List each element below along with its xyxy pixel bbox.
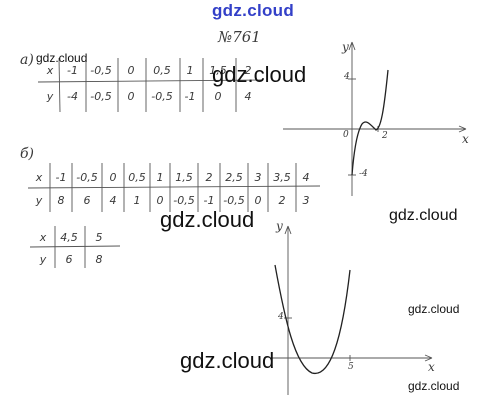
table-a-y-row: y -4 -0,5 0 -0,5 -1 0 4: [40, 90, 261, 103]
graph-a-origin: 0: [343, 130, 349, 140]
table-a-cell: 1: [186, 64, 194, 77]
table-a-y-header: y: [46, 90, 54, 103]
table-b-cell: 6: [83, 194, 91, 207]
graph-b-curve: [274, 264, 351, 375]
table-b-cell: 2: [278, 194, 286, 207]
table-b-x-row: x -1 -0,5 0 0,5 1 1,5 2 2,5 3 3,5 4: [28, 171, 316, 184]
table-a-vline: [58, 57, 61, 113]
table-a-cell: -1: [67, 64, 78, 77]
table-a-hline: [37, 79, 263, 83]
table-b2-cell: 4,5: [60, 231, 78, 244]
part-a-label: а): [20, 52, 34, 68]
table-b-cell: 0: [254, 194, 262, 207]
table-b2-y-row: y 6 8: [32, 253, 114, 266]
graph-a-tick-4: 4: [344, 72, 350, 82]
watermark: gdz.cloud: [408, 379, 460, 393]
table-a-cell: 0: [127, 64, 135, 77]
table-a-cell: 2: [244, 64, 252, 77]
table-b-cell: 2,5: [225, 171, 243, 184]
watermark: gdz.cloud: [36, 51, 88, 65]
table-b-cell: -0,5: [223, 194, 245, 207]
graph-b-tick-4: 4: [278, 312, 284, 322]
table-b-hline: [27, 185, 321, 189]
table-b-cell: -1: [55, 171, 67, 184]
table-a-cell: 0: [127, 90, 135, 103]
table-b-cell: 1,5: [175, 171, 193, 184]
table-a-cell: 0: [214, 90, 222, 103]
table-b-cell: 3: [302, 194, 310, 207]
table-a-cell: 0,5: [153, 64, 171, 77]
watermark: gdz.cloud: [212, 62, 307, 87]
table-b2-x-header: x: [39, 231, 47, 244]
part-b-label: б): [20, 146, 35, 162]
watermark: gdz.cloud: [389, 207, 458, 224]
table-b-cell: -1: [203, 194, 215, 207]
graph-a-y-label: y: [342, 40, 349, 54]
table-b-cell: 1: [133, 194, 141, 207]
watermark: gdz.cloud: [408, 302, 460, 316]
table-a-cell: -1: [184, 90, 196, 103]
table-b-y-header: y: [35, 194, 43, 207]
table-b-cell: 1: [156, 171, 164, 184]
graph-b-tick-5: 5: [348, 362, 354, 372]
table-b-cell: -0,5: [173, 194, 195, 207]
graph-b-y-label: y: [276, 219, 283, 233]
table-a-x-row: x -1 -0,5 0 0,5 1 1,5 2: [40, 64, 261, 77]
table-b-cell: 3: [254, 171, 262, 184]
table-b2-y-header: y: [39, 253, 47, 266]
table-b-cell: 8: [57, 194, 65, 207]
graph-b-x-label: x: [428, 360, 435, 374]
problem-number: №761: [218, 28, 261, 46]
table-a-cell: -0,5: [151, 90, 173, 103]
table-a-cell: -0,5: [90, 90, 112, 103]
table-a-cell: 1,5: [209, 64, 227, 77]
table-b2-cell: 8: [95, 253, 103, 266]
table-b-cell: 2: [205, 171, 213, 184]
graph-a-curve: [351, 69, 389, 176]
table-b-cell: 4: [109, 194, 117, 207]
table-a-cell: -0,5: [90, 64, 112, 77]
table-a-cell: 4: [244, 90, 252, 103]
table-b-cell: 3,5: [273, 171, 291, 184]
table-b-cell: -0,5: [76, 171, 98, 184]
table-b-cell: 0: [109, 171, 117, 184]
table-b2-x-row: x 4,5 5: [32, 231, 114, 244]
graph-a-tick-2: 2: [382, 131, 388, 141]
table-b2-cell: 6: [65, 253, 73, 266]
graph-a-tick-neg4: -4: [359, 169, 368, 179]
table-b-y-row: y 8 6 4 1 0 -0,5 -1 -0,5 0 2 3: [28, 194, 316, 207]
watermark: gdz.cloud: [180, 348, 275, 373]
top-watermark: gdz.cloud: [212, 1, 295, 20]
table-b-cell: 0,5: [128, 171, 146, 184]
table-b2-cell: 5: [95, 231, 103, 244]
graph-a-x-label: x: [462, 132, 469, 146]
table-b-cell: 0: [156, 194, 164, 207]
table-a-x-header: x: [46, 64, 54, 77]
watermark: gdz.cloud: [160, 207, 255, 232]
table-b-x-header: x: [35, 171, 43, 184]
table-a-cell: -4: [67, 90, 78, 103]
table-b-cell: 4: [302, 171, 310, 184]
